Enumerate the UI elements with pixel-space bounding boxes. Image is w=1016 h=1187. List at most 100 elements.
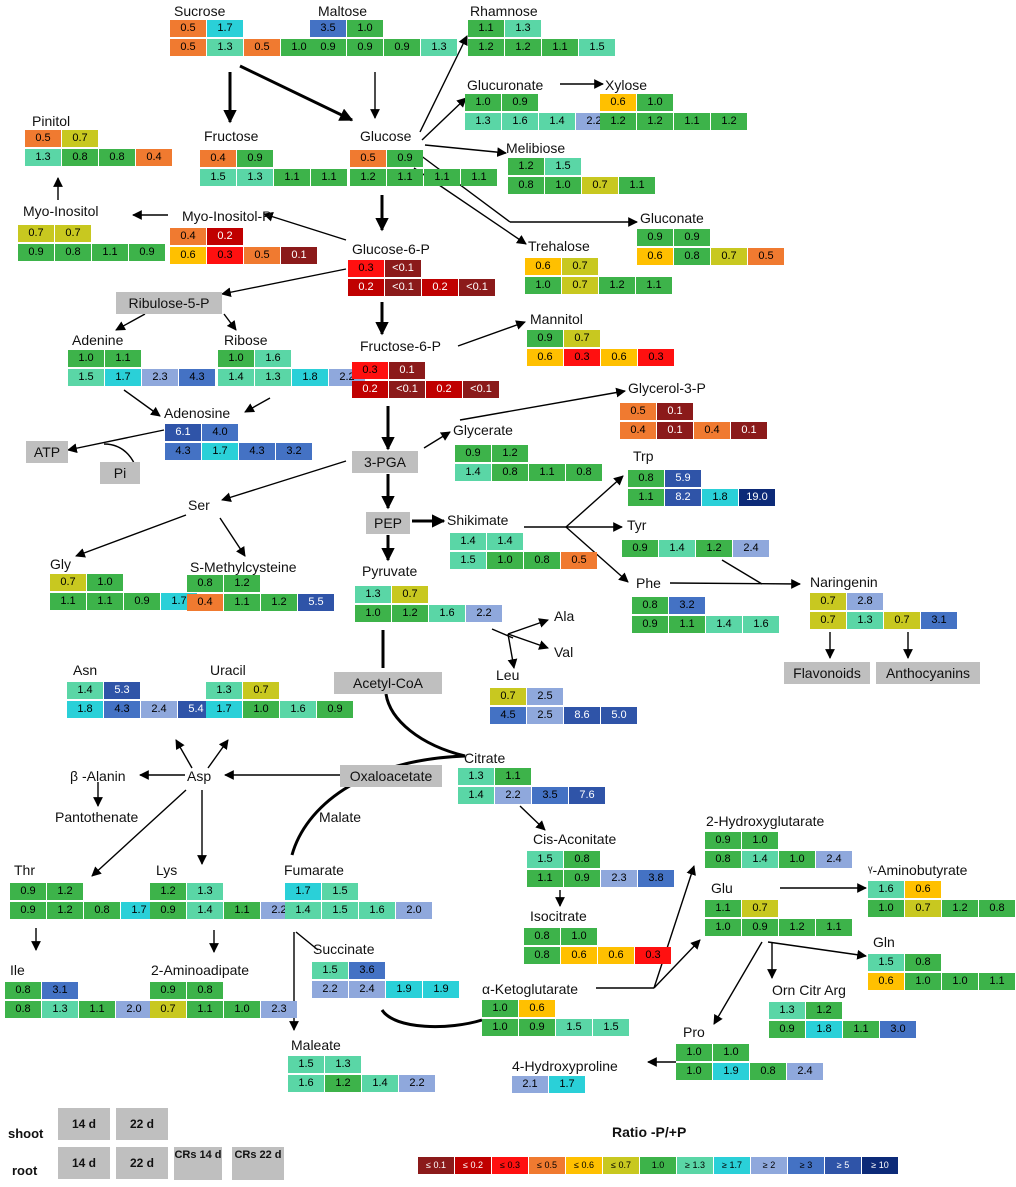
- pathway-arrow: [123, 389, 161, 417]
- shoot-value-cell: 0.5: [170, 20, 206, 37]
- root-value-cell: 1.6: [288, 1075, 324, 1092]
- root-value-cell: 1.1: [843, 1021, 879, 1038]
- root-value-cell: 1.4: [742, 851, 778, 868]
- root-value-cell: 1.8: [702, 489, 738, 506]
- legend-swatch: ≥ 1.7: [714, 1157, 750, 1174]
- node-label-asn: Asn: [73, 662, 98, 678]
- root-value-cell: 0.6: [601, 349, 637, 366]
- root-value-cell: 0.8: [705, 851, 741, 868]
- shoot-value-cell: 0.9: [10, 883, 46, 900]
- root-value-cell: 0.6: [868, 973, 904, 990]
- key-root-crs14d: CRs 14 d: [174, 1147, 222, 1180]
- node-label-fructose: Fructose: [204, 128, 259, 144]
- node-label-mannitol: Mannitol: [530, 311, 583, 327]
- node-label-pinitol: Pinitol: [32, 113, 71, 129]
- root-value-cell: 1.4: [187, 902, 223, 919]
- root-value-cell: 2.5: [527, 707, 563, 724]
- root-value-cell: <0.1: [463, 381, 499, 398]
- root-value-cell: 1.7: [121, 902, 157, 919]
- legend-swatch: ≥ 5: [825, 1157, 861, 1174]
- root-value-cell: 5.5: [298, 594, 334, 611]
- node-label-thr: Thr: [14, 862, 35, 878]
- root-value-cell: 0.3: [635, 947, 671, 964]
- shoot-value-cell: 1.3: [187, 883, 223, 900]
- node-label-trp: Trp: [633, 448, 654, 464]
- shoot-value-cell: 1.0: [637, 94, 673, 111]
- root-value-cell: 1.1: [979, 973, 1015, 990]
- legend-swatch: ≤ 0.2: [455, 1157, 491, 1174]
- shoot-value-cell: 1.0: [742, 832, 778, 849]
- root-value-cell: 0.9: [18, 244, 54, 261]
- root-value-cell: 4.5: [490, 707, 526, 724]
- shoot-value-cell: 1.6: [868, 881, 904, 898]
- pathway-arrow: [175, 739, 193, 769]
- shoot-value-cell: 1.0: [347, 20, 383, 37]
- root-value-cell: 1.0: [779, 851, 815, 868]
- root-value-cell: 1.0: [676, 1063, 712, 1080]
- pathway-arrow: [459, 387, 626, 421]
- root-value-cell: 7.6: [569, 787, 605, 804]
- root-value-cell: 0.6: [170, 247, 206, 264]
- pathway-arrow: [424, 144, 507, 158]
- node-label-gly: Gly: [50, 556, 71, 572]
- shoot-value-cell: 0.7: [62, 130, 98, 147]
- shoot-value-cell: 1.4: [450, 533, 486, 550]
- shoot-value-cell: 1.0: [482, 1000, 518, 1017]
- key-root-14d: 14 d: [58, 1147, 110, 1179]
- pathway-arrow: [565, 526, 629, 583]
- pathway-arrow: [419, 35, 468, 133]
- root-value-cell: 1.9: [713, 1063, 749, 1080]
- shoot-value-cell: 2.8: [847, 593, 883, 610]
- shoot-value-cell: 0.9: [150, 982, 186, 999]
- root-value-cell: 4.3: [239, 443, 275, 460]
- root-value-cell: 1.1: [529, 464, 565, 481]
- pathway-arrow: [263, 211, 347, 241]
- shoot-value-cell: 1.3: [458, 768, 494, 785]
- root-value-cell: 1.0: [545, 177, 581, 194]
- pathway-arrow: [491, 628, 514, 639]
- root-value-cell: 0.9: [10, 902, 46, 919]
- pathway-arrow: [223, 313, 237, 331]
- root-value-cell: 1.2: [637, 113, 673, 130]
- shoot-value-cell: 1.3: [769, 1002, 805, 1019]
- root-value-cell: 0.9: [310, 39, 346, 56]
- root-value-cell: 1.5: [579, 39, 615, 56]
- root-value-cell: 5.4: [178, 701, 214, 718]
- shoot-value-cell: 0.1: [389, 362, 425, 379]
- shoot-value-cell: 0.8: [564, 851, 600, 868]
- label-val: Val: [554, 644, 574, 660]
- shoot-value-cell: 0.2: [207, 228, 243, 245]
- root-value-cell: 1.1: [636, 277, 672, 294]
- shoot-value-cell: 1.0: [68, 350, 104, 367]
- root-value-cell: 1.5: [556, 1019, 592, 1036]
- pathway-arrow: [239, 64, 354, 122]
- node-label-orncitrarg: Orn Citr Arg: [772, 982, 846, 998]
- root-value-cell: 1.2: [942, 900, 978, 917]
- root-value-cell: 1.3: [465, 113, 501, 130]
- pathway-arrow: [507, 633, 549, 650]
- node-label-trehalose: Trehalose: [528, 238, 590, 254]
- legend-swatch: ≥ 1.3: [677, 1157, 713, 1174]
- node-label-leu: Leu: [496, 667, 520, 683]
- node-label-shikimate: Shikimate: [447, 512, 509, 528]
